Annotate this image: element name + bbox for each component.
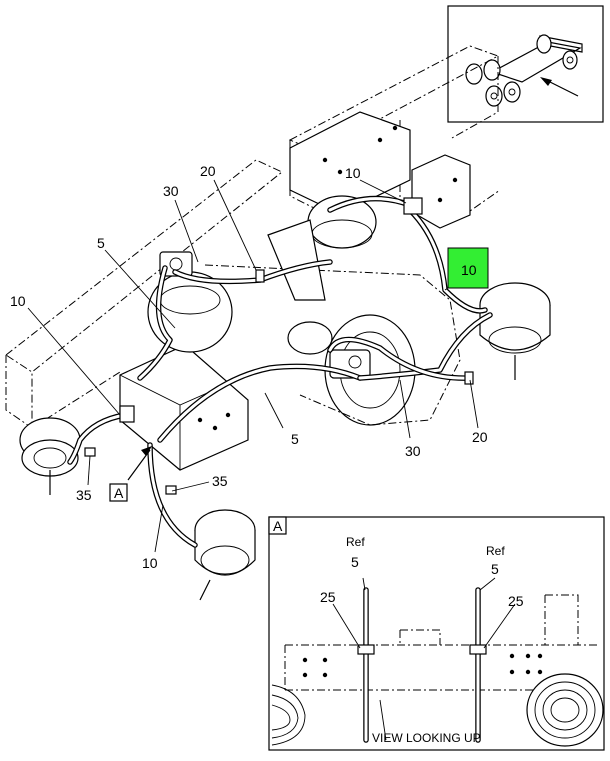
brake-chamber-bottom [194,509,256,601]
highlighted-callout-10-label: 10 [461,262,477,278]
callout-30-right: 30 [405,443,421,459]
hose-clamps [84,197,474,495]
detail-ref-right-number: 5 [491,561,499,577]
callout-5-mid: 5 [291,431,299,447]
right-frame-bracket [411,154,471,229]
callout-20-top: 20 [200,163,216,179]
detail-air-spring-left [271,684,306,746]
callout-30-top: 30 [163,183,179,199]
locator-arrow [540,77,579,97]
left-frame-bracket [119,344,249,471]
brake-chamber-left [19,417,81,495]
highlighted-callout-10[interactable]: 10 [447,247,489,289]
detail-callout-25-right: 25 [508,593,524,609]
callout-10-left: 10 [10,293,26,309]
leveling-valve-left [159,251,193,277]
callout-5-left: 5 [97,235,105,251]
detail-air-spring-right [526,673,604,747]
detail-view-a: A [268,516,605,751]
upper-frame-bracket [289,111,411,215]
detail-callout-25-left: 25 [320,589,336,605]
callout-10-top: 10 [345,165,361,181]
detail-hose-left [357,587,375,743]
locator-inset [447,5,604,123]
detail-caption: VIEW LOOKING UP [372,731,481,745]
detail-ref-left-number: 5 [351,554,359,570]
detail-ref-right: Ref [486,544,505,558]
detail-hose-right [469,587,487,743]
detail-view-letter: A [273,518,283,534]
view-a-marker-label: A [114,485,124,501]
callout-20-right: 20 [472,429,488,445]
view-a-marker: A [109,483,128,502]
brake-chamber-right [479,282,551,380]
callout-35-mid: 35 [212,473,228,489]
callout-10-bottom: 10 [142,555,158,571]
detail-ref-left: Ref [346,535,365,549]
callout-35-left: 35 [76,487,92,503]
